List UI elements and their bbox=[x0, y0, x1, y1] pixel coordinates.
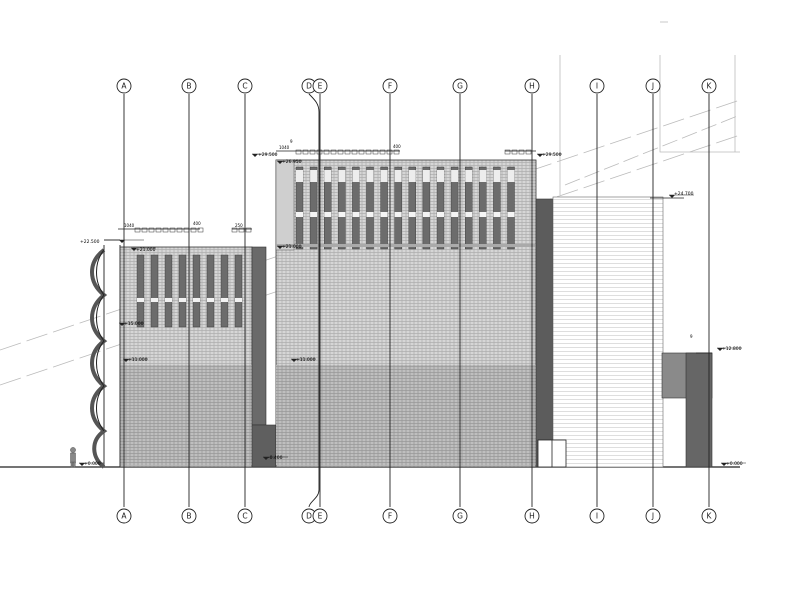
level-ground-left: +0.000 bbox=[84, 461, 101, 467]
svg-text:G: G bbox=[457, 512, 463, 521]
level-roof-high-inner: +26.950 bbox=[282, 159, 302, 165]
svg-text:F: F bbox=[388, 82, 392, 91]
level-mid-right: +11.000 bbox=[296, 357, 316, 363]
svg-text:B: B bbox=[186, 82, 191, 91]
grid-lines bbox=[123, 93, 710, 508]
dim-main-1: 1040 bbox=[279, 145, 290, 150]
grid-bubble-top-J: J bbox=[645, 78, 661, 94]
svg-text:I: I bbox=[596, 512, 598, 521]
spiral-stair bbox=[90, 239, 121, 469]
right-facade bbox=[535, 196, 664, 468]
grid-bubble-top-C: C bbox=[237, 78, 253, 94]
dim-left-2: 400 bbox=[193, 221, 201, 226]
svg-text:F: F bbox=[388, 512, 392, 521]
grid-bubble-top-B: B bbox=[181, 78, 197, 94]
grid-bubble-top-F: F bbox=[382, 78, 398, 94]
level-roof-low-inner: +21.000 bbox=[136, 247, 156, 253]
dim-main-2: 9 bbox=[290, 139, 293, 144]
level-annex: +12.800 bbox=[722, 346, 742, 352]
grid-bubble-top-H: H bbox=[524, 78, 540, 94]
svg-text:H: H bbox=[529, 82, 535, 91]
svg-text:C: C bbox=[242, 512, 247, 521]
level-roof-low: +22.500 bbox=[80, 239, 100, 245]
svg-text:C: C bbox=[242, 82, 247, 91]
svg-text:A: A bbox=[121, 512, 127, 521]
grid-bubble-bottom-B: B bbox=[181, 508, 197, 524]
svg-text:H: H bbox=[529, 512, 535, 521]
grid-bubble-bottom-H: H bbox=[524, 508, 540, 524]
left-block-windows bbox=[136, 254, 243, 328]
svg-text:E: E bbox=[318, 512, 323, 521]
dim-annex: 9 bbox=[690, 334, 693, 339]
svg-text:I: I bbox=[596, 82, 598, 91]
dimension-texts: 1040 400 250 1040 9 400 9 bbox=[124, 139, 693, 339]
person-figure bbox=[70, 447, 76, 468]
level-ground-right: +0.000 bbox=[726, 461, 743, 467]
level-roof-high-left: +29.500 bbox=[258, 152, 278, 158]
level-base-step: -0.400 bbox=[268, 455, 283, 461]
level-mid-left: +15.000 bbox=[124, 321, 144, 327]
grid-bubble-bottom-K: K bbox=[701, 508, 717, 524]
level-first-floor: +11.000 bbox=[128, 357, 148, 363]
grid-bubble-top-E: E bbox=[312, 78, 328, 94]
svg-text:B: B bbox=[186, 512, 191, 521]
svg-text:A: A bbox=[121, 82, 127, 91]
level-roof-high: +29.500 bbox=[542, 152, 562, 158]
level-east-neighbor: +24.700 bbox=[674, 191, 694, 197]
svg-text:D: D bbox=[306, 82, 312, 91]
grid-bubble-top-A: A bbox=[116, 78, 132, 94]
svg-text:K: K bbox=[707, 512, 713, 521]
grid-bubble-bottom-J: J bbox=[645, 508, 661, 524]
svg-text:E: E bbox=[318, 82, 323, 91]
main-block-windows bbox=[295, 166, 515, 250]
grid-bubble-bottom-I: I bbox=[589, 508, 605, 524]
left-building-block bbox=[119, 246, 277, 468]
level-markers bbox=[79, 153, 746, 466]
dim-main-3: 400 bbox=[393, 144, 401, 149]
svg-text:K: K bbox=[707, 82, 713, 91]
dim-left-1: 1040 bbox=[124, 223, 135, 228]
svg-text:J: J bbox=[651, 512, 654, 521]
grid-bubble-top-I: I bbox=[589, 78, 605, 94]
roof-equipment bbox=[134, 149, 532, 233]
grid-bubble-top-G: G bbox=[452, 78, 468, 94]
dim-left-3: 250 bbox=[235, 223, 243, 228]
grid-bubble-top-K: K bbox=[701, 78, 717, 94]
grid-bubble-bottom-G: G bbox=[452, 508, 468, 524]
grid-line-D bbox=[308, 93, 320, 508]
level-main-upper: +21.000 bbox=[282, 244, 302, 250]
grid-bubble-top-D: D bbox=[301, 78, 317, 94]
svg-text:J: J bbox=[651, 82, 654, 91]
grid-bubble-bottom-C: C bbox=[237, 508, 253, 524]
dimension-strings bbox=[118, 150, 712, 354]
annex-block bbox=[661, 352, 713, 468]
level-texts: +29.500 +29.500 +26.950 +22.500 +21.000 … bbox=[80, 152, 743, 467]
grid-bubble-bottom-A: A bbox=[116, 508, 132, 524]
grid-bubble-bottom-F: F bbox=[382, 508, 398, 524]
main-building-block bbox=[275, 159, 537, 468]
grid-bubble-bottom-E: E bbox=[312, 508, 328, 524]
svg-text:G: G bbox=[457, 82, 463, 91]
svg-text:D: D bbox=[306, 512, 312, 521]
